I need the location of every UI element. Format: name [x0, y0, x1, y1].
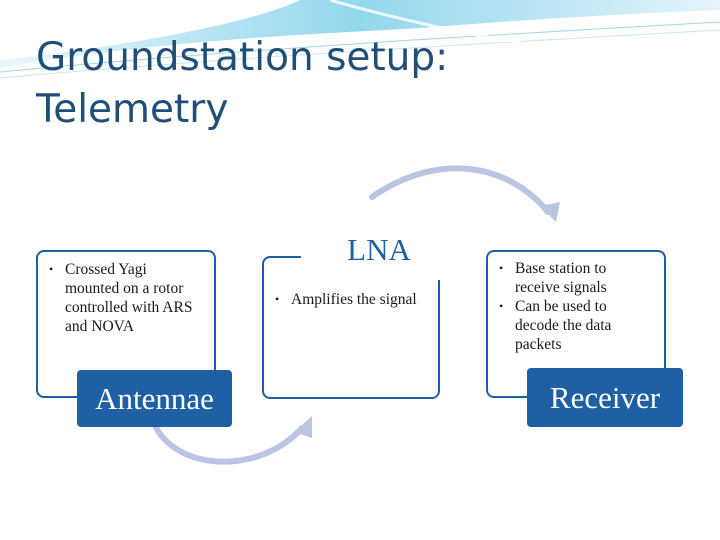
receiver-bullet: Can be used to decode the data packets	[496, 297, 654, 354]
receiver-bullet: Base station to receive signals	[496, 259, 654, 297]
lna-bullets: Amplifies the signal	[272, 290, 428, 309]
antennae-bullets: Crossed Yagi mounted on a rotor controll…	[46, 260, 204, 336]
lna-bullet: Amplifies the signal	[272, 290, 428, 309]
receiver-label: Receiver	[527, 368, 683, 427]
page-title: Groundstation setup: Telemetry	[36, 32, 556, 136]
arc-arrow-top	[369, 165, 551, 215]
title-line-1: Groundstation setup:	[36, 35, 449, 80]
arc-arrow-bottom	[147, 407, 305, 465]
lna-label: LNA	[301, 220, 457, 280]
title-line-2: Telemetry	[36, 87, 229, 132]
receiver-bullets: Base station to receive signals Can be u…	[496, 259, 654, 354]
header-wave	[0, 0, 720, 68]
antennae-bullet: Crossed Yagi mounted on a rotor controll…	[46, 260, 204, 336]
antennae-label: Antennae	[77, 370, 232, 427]
